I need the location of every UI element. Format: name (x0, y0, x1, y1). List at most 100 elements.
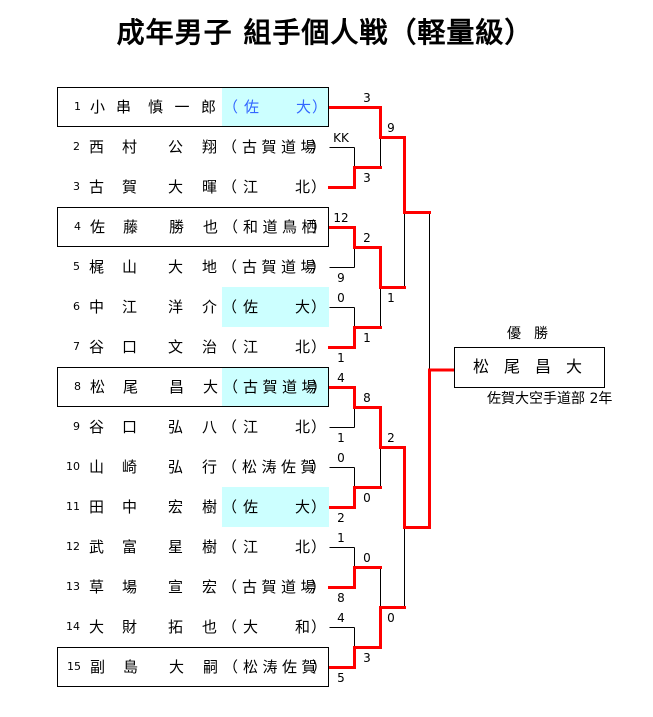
player-surname: 佐藤 (90, 218, 157, 236)
player-surname: 谷口 (89, 338, 156, 356)
player-team: 江北 (243, 178, 348, 196)
player-team: 古賀道場 (243, 378, 322, 396)
player-team: 佐大 (243, 498, 348, 516)
score-label: 8 (363, 391, 371, 405)
score-label: 0 (337, 291, 345, 305)
score-label: 0 (363, 491, 371, 505)
team-bracket-open: （ (223, 378, 239, 396)
team-highlight (222, 487, 329, 527)
team-bracket-open: （ (222, 578, 238, 596)
team-bracket-close: ） (311, 458, 327, 476)
player-team: 松涛佐賀 (243, 658, 322, 676)
team-highlight (222, 368, 328, 406)
player-number: 10 (66, 460, 80, 473)
player-number: 14 (66, 620, 80, 633)
player-number: 8 (74, 380, 81, 393)
player-given-name: 慎一郎 (148, 98, 228, 116)
team-bracket-close: ） (311, 178, 327, 196)
player-number: 7 (73, 340, 80, 353)
player-surname: 田中 (89, 498, 156, 516)
score-label: 3 (363, 171, 371, 185)
player-given-name: 拓也 (168, 618, 237, 636)
team-bracket-open: （ (222, 138, 238, 156)
player-surname: 大財 (89, 618, 156, 636)
player-number: 13 (66, 580, 80, 593)
team-bracket-open: （ (222, 258, 238, 276)
player-surname: 副島 (90, 658, 157, 676)
player-number: 6 (73, 300, 80, 313)
player-team: 古賀道場 (242, 258, 321, 276)
team-bracket-close: ） (312, 658, 328, 676)
player-given-name: 大地 (168, 258, 237, 276)
player-surname: 古賀 (89, 178, 156, 196)
player-team: 佐大 (243, 298, 348, 316)
score-label: 0 (363, 551, 371, 565)
player-surname: 梶山 (89, 258, 156, 276)
team-bracket-close: ） (312, 98, 328, 116)
champion-box: 松尾昌大 (454, 347, 605, 388)
score-label: 1 (337, 351, 345, 365)
player-row: 8 松尾昌大（古賀道場） (57, 367, 329, 407)
player-surname: 小串 (90, 98, 143, 116)
player-given-name: 洋介 (168, 298, 237, 316)
team-bracket-open: （ (222, 538, 238, 556)
team-bracket-close: ） (311, 258, 327, 276)
team-bracket-close: ） (311, 498, 327, 516)
team-bracket-open: （ (222, 338, 238, 356)
player-number: 2 (73, 140, 80, 153)
player-team: 大和 (243, 618, 348, 636)
player-surname: 山崎 (89, 458, 156, 476)
score-label: 4 (337, 611, 345, 625)
team-bracket-close: ） (311, 298, 327, 316)
score-label: 2 (337, 511, 345, 525)
player-number: 9 (73, 420, 80, 433)
score-label: 5 (337, 671, 345, 685)
player-given-name: 文治 (168, 338, 237, 356)
player-given-name: 公翔 (168, 138, 237, 156)
score-label: 4 (337, 371, 345, 385)
score-label: KK (333, 131, 350, 145)
player-given-name: 宏樹 (168, 498, 237, 516)
player-number: 1 (74, 100, 81, 113)
score-label: 1 (337, 431, 345, 445)
player-team: 古賀道場 (242, 578, 321, 596)
team-bracket-open: （ (222, 618, 238, 636)
team-bracket-close: ） (311, 538, 327, 556)
score-label: 0 (387, 611, 395, 625)
player-team: 松涛佐賀 (242, 458, 321, 476)
team-bracket-close: ） (311, 418, 327, 436)
player-team: 江北 (243, 338, 348, 356)
player-number: 11 (66, 500, 80, 513)
player-number: 5 (73, 260, 80, 273)
player-number: 12 (66, 540, 80, 553)
player-given-name: 大暉 (168, 178, 237, 196)
player-number: 3 (73, 180, 80, 193)
team-bracket-close: ） (312, 378, 328, 396)
champion-label: 優勝 (507, 326, 561, 342)
team-bracket-close: ） (311, 138, 327, 156)
team-bracket-open: （ (222, 418, 238, 436)
score-label: 0 (337, 451, 345, 465)
player-surname: 松尾 (90, 378, 157, 396)
score-label: 8 (337, 591, 345, 605)
team-highlight (222, 287, 329, 327)
player-team: 佐大 (244, 98, 349, 116)
player-given-name: 弘行 (168, 458, 237, 476)
team-bracket-open: （ (222, 178, 238, 196)
player-given-name: 昌大 (169, 378, 238, 396)
player-team: 江北 (243, 418, 348, 436)
